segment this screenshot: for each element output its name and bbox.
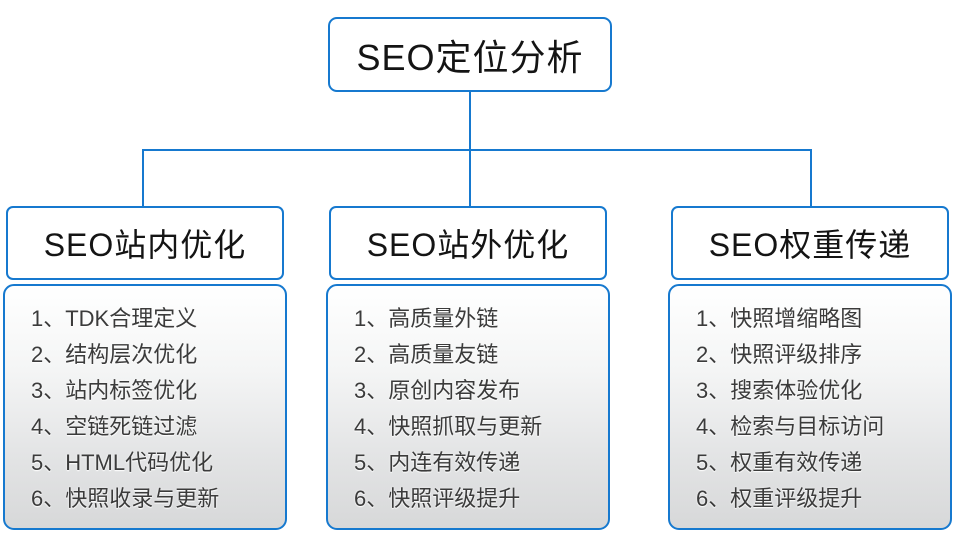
list-item: 6、快照收录与更新 [31, 486, 220, 511]
list-item: 6、权重评级提升 [696, 486, 863, 511]
column-offsite-title: SEO站外优化 [366, 227, 570, 263]
list-item: 5、HTML代码优化 [31, 450, 214, 475]
column-onsite-title: SEO站内优化 [43, 227, 247, 263]
column-weight-title-box: SEO权重传递 [671, 206, 949, 280]
list-item: 2、高质量友链 [354, 342, 499, 367]
connector-branch-mid [469, 149, 471, 207]
list-item: 3、原创内容发布 [354, 378, 521, 403]
column-onsite: SEO站内优化 1、TDK合理定义 2、结构层次优化 3、站内标签优化 4、空链… [3, 206, 287, 530]
column-offsite: SEO站外优化 1、高质量外链 2、高质量友链 3、原创内容发布 4、快照抓取与… [326, 206, 610, 530]
connector-branch-right [810, 149, 812, 207]
list-item: 5、权重有效传递 [696, 450, 863, 475]
column-weight: SEO权重传递 1、快照增缩略图 2、快照评级排序 3、搜索体验优化 4、检索与… [668, 206, 952, 530]
column-offsite-list: 1、高质量外链 2、高质量友链 3、原创内容发布 4、快照抓取与更新 5、内连有… [326, 284, 610, 530]
list-item: 5、内连有效传递 [354, 450, 521, 475]
list-item: 3、搜索体验优化 [696, 378, 863, 403]
list-item: 3、站内标签优化 [31, 378, 198, 403]
list-item: 4、检索与目标访问 [696, 414, 885, 439]
column-offsite-title-box: SEO站外优化 [329, 206, 607, 280]
list-item: 4、快照抓取与更新 [354, 414, 543, 439]
root-node: SEO定位分析 [328, 17, 612, 92]
list-item: 6、快照评级提升 [354, 486, 521, 511]
connector-branch-left [142, 149, 144, 207]
list-item: 4、空链死链过滤 [31, 414, 198, 439]
column-onsite-list: 1、TDK合理定义 2、结构层次优化 3、站内标签优化 4、空链死链过滤 5、H… [3, 284, 287, 530]
list-item: 1、TDK合理定义 [31, 306, 198, 331]
column-weight-list: 1、快照增缩略图 2、快照评级排序 3、搜索体验优化 4、检索与目标访问 5、权… [668, 284, 952, 530]
connector-root-stem [469, 92, 471, 150]
list-item: 1、高质量外链 [354, 306, 499, 331]
list-item: 2、结构层次优化 [31, 342, 198, 367]
column-onsite-title-box: SEO站内优化 [6, 206, 284, 280]
connector-horizontal [142, 149, 812, 151]
list-item: 1、快照增缩略图 [696, 306, 863, 331]
column-weight-title: SEO权重传递 [708, 227, 912, 263]
list-item: 2、快照评级排序 [696, 342, 863, 367]
root-node-label: SEO定位分析 [356, 36, 584, 78]
